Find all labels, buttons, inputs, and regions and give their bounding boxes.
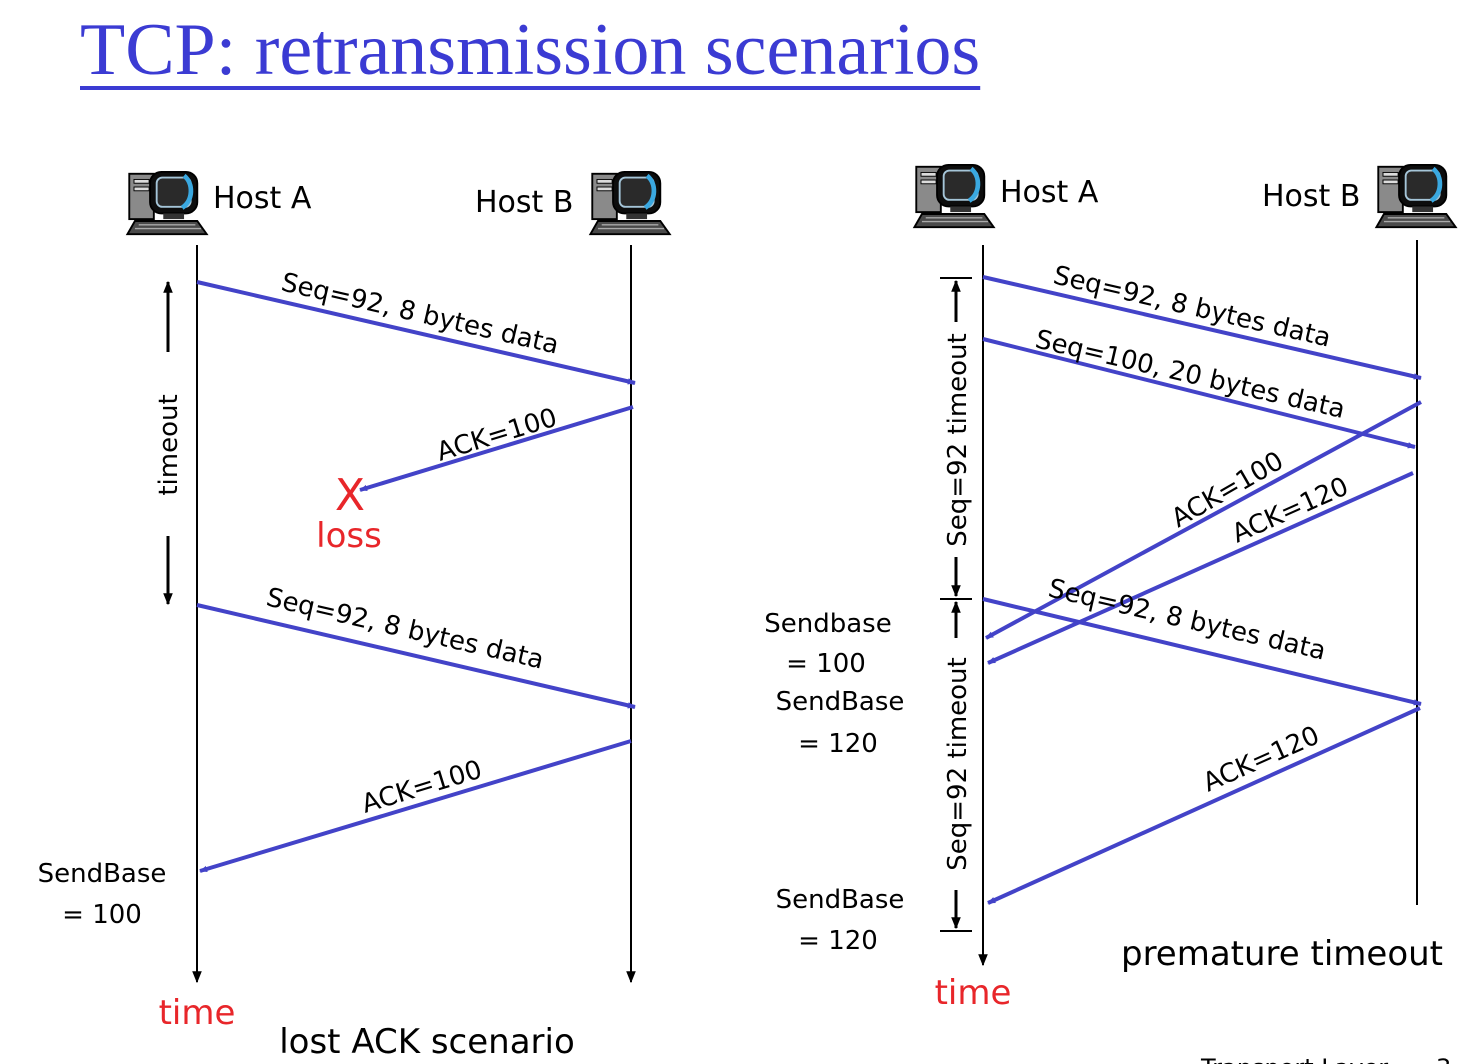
time-label: time [159,993,236,1033]
seg-seq92-retransmit-arrow [196,603,636,709]
ack100-label: ACK=100 [358,755,485,820]
timeout-label: timeout [154,394,184,495]
sendbase-value-3: = 120 [798,926,878,956]
loss-x-mark: X [335,470,365,521]
sendbase-value-1: = 100 [786,649,866,679]
sendbase-value: = 100 [62,900,142,930]
seg-seq100-arrow [982,337,1416,449]
sendbase-label-1: Sendbase [764,609,891,639]
ack120-final-arrow [987,706,1421,905]
ack100-lost-label: ACK=100 [433,403,560,468]
timer1-label: Seq=92 timeout [943,333,973,546]
host-b-computer-icon [590,172,669,234]
sendbase-label: SendBase [38,859,167,889]
seg-seq92-arrow [196,280,636,385]
ack120-arrow [987,471,1414,665]
page-number: 3 [1436,1054,1451,1064]
seg-seq92-label: Seq=92, 8 bytes data [278,268,561,361]
sendbase-value-2: = 120 [798,729,878,759]
host-b-label: Host B [475,185,573,220]
host-a-label: Host A [1000,175,1099,210]
lost-ack-scenario: Host A Host B timeout Seq=92, 8 bytes da… [38,172,670,1062]
premature-timeout-caption: premature timeout [1121,934,1443,974]
ack100-arrow [199,739,632,873]
host-a-label: Host A [213,181,312,216]
host-b-label: Host B [1262,179,1360,214]
ack100-arrow [985,400,1422,640]
ack100-lost-arrow [359,405,634,492]
seg-seq92-retransmit-arrow [982,597,1422,706]
timer2-label: Seq=92 timeout [943,657,973,870]
host-b-computer-icon [1376,165,1455,227]
premature-timeout-scenario: Host A Host B Seq=92 timeout Seq=92 time… [764,165,1455,1013]
host-a-computer-icon [127,172,206,234]
footer-label: Transport Layer [1200,1054,1388,1064]
sendbase-label-2: SendBase [776,687,905,717]
loss-label: loss [316,516,382,556]
time-label: time [935,973,1012,1013]
sendbase-label-3: SendBase [776,885,905,915]
lost-ack-caption: lost ACK scenario [279,1022,575,1062]
seg-seq92-arrow [982,275,1422,380]
host-a-computer-icon [914,165,993,227]
slide-title: TCP: retransmission scenarios [80,9,981,91]
